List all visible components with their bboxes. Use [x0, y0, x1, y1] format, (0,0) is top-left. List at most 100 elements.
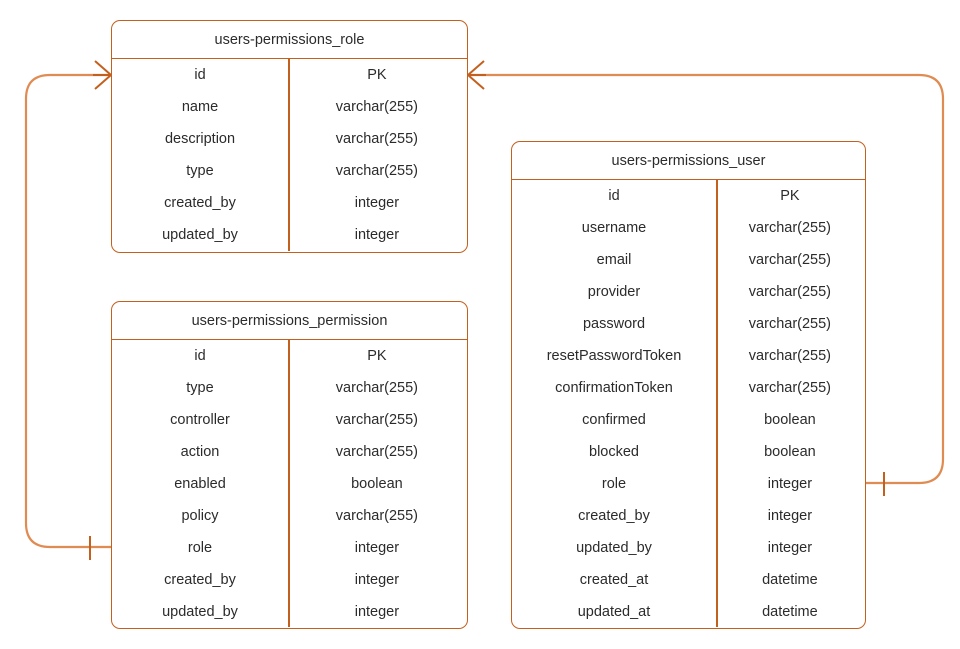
field-name: description — [164, 131, 236, 147]
field-row[interactable]: created_by integer — [112, 564, 467, 596]
entity-title-role: users-permissions_role — [112, 21, 467, 59]
field-row[interactable]: created_at datetime — [512, 564, 865, 596]
crowsfoot-many-icon-right — [467, 60, 486, 90]
field-name: role — [187, 540, 213, 556]
field-row[interactable]: resetPasswordToken varchar(255) — [512, 340, 865, 372]
field-row[interactable]: action varchar(255) — [112, 436, 467, 468]
field-type: varchar(255) — [748, 348, 831, 364]
field-type: boolean — [764, 444, 816, 460]
field-name: confirmed — [582, 412, 646, 428]
entity-title-permission: users-permissions_permission — [112, 302, 467, 340]
field-name: type — [186, 163, 214, 179]
field-name: type — [186, 380, 214, 396]
field-name: updated_by — [576, 540, 652, 556]
entity-title-user: users-permissions_user — [512, 142, 865, 180]
field-name: updated_by — [162, 604, 238, 620]
connector-line-role-permission — [24, 73, 111, 549]
field-type: integer — [354, 540, 400, 556]
field-type: PK — [367, 67, 387, 83]
field-type: varchar(255) — [335, 444, 418, 460]
field-type: integer — [354, 572, 400, 588]
field-type: varchar(255) — [335, 508, 418, 524]
field-row[interactable]: description varchar(255) — [112, 123, 467, 155]
field-type: integer — [767, 508, 813, 524]
field-row[interactable]: updated_by integer — [112, 219, 467, 251]
field-row[interactable]: enabled boolean — [112, 468, 467, 500]
field-name: username — [581, 220, 647, 236]
field-row[interactable]: updated_at datetime — [512, 596, 865, 628]
field-name: blocked — [589, 444, 639, 460]
field-type: varchar(255) — [748, 284, 831, 300]
field-row[interactable]: name varchar(255) — [112, 91, 467, 123]
field-row[interactable]: confirmationToken varchar(255) — [512, 372, 865, 404]
field-type: varchar(255) — [748, 316, 831, 332]
field-type: varchar(255) — [335, 163, 418, 179]
column-divider-permission — [288, 340, 290, 627]
field-name: updated_by — [162, 227, 238, 243]
field-row[interactable]: controller varchar(255) — [112, 404, 467, 436]
field-name: role — [601, 476, 627, 492]
field-row[interactable]: type varchar(255) — [112, 155, 467, 187]
field-type: datetime — [762, 604, 818, 620]
field-name: created_at — [579, 572, 649, 588]
field-type: integer — [354, 227, 400, 243]
field-type: varchar(255) — [335, 380, 418, 396]
field-type: boolean — [351, 476, 403, 492]
field-row[interactable]: role integer — [512, 468, 865, 500]
entity-fields-user: id PK username varchar(255) email varchar(255… — [512, 180, 865, 627]
field-name: updated_at — [577, 604, 651, 620]
field-row[interactable]: provider varchar(255) — [512, 276, 865, 308]
field-type: varchar(255) — [335, 412, 418, 428]
field-type: integer — [767, 476, 813, 492]
field-name: id — [194, 348, 206, 364]
field-type: varchar(255) — [335, 99, 418, 115]
relationship-role-to-permission — [24, 60, 112, 560]
field-name: email — [596, 252, 632, 268]
field-type: PK — [367, 348, 387, 364]
field-type: varchar(255) — [748, 380, 831, 396]
field-name: provider — [587, 284, 641, 300]
field-row[interactable]: username varchar(255) — [512, 212, 865, 244]
column-divider-role — [288, 59, 290, 251]
field-name: controller — [170, 412, 230, 428]
field-row[interactable]: updated_by integer — [512, 532, 865, 564]
field-name: action — [180, 444, 220, 460]
field-type: datetime — [762, 572, 818, 588]
field-type: varchar(255) — [748, 252, 831, 268]
field-type: integer — [767, 540, 813, 556]
field-name: created_by — [578, 508, 650, 524]
field-name: password — [582, 316, 646, 332]
field-type: PK — [780, 188, 800, 204]
field-name: id — [608, 188, 620, 204]
field-row[interactable]: confirmed boolean — [512, 404, 865, 436]
field-row[interactable]: type varchar(255) — [112, 372, 467, 404]
field-name: confirmationToken — [555, 380, 673, 396]
field-type: integer — [354, 195, 400, 211]
field-name: id — [194, 67, 206, 83]
field-name: name — [181, 99, 219, 115]
field-row[interactable]: id PK — [512, 180, 865, 212]
field-name: resetPasswordToken — [546, 348, 682, 364]
field-name: created_by — [164, 195, 236, 211]
field-row[interactable]: id PK — [112, 59, 467, 91]
field-type: varchar(255) — [748, 220, 831, 236]
field-name: created_by — [164, 572, 236, 588]
field-row[interactable]: created_by integer — [512, 500, 865, 532]
entity-fields-permission: id PK type varchar(255) controller varchar(25… — [112, 340, 467, 627]
field-row[interactable]: email varchar(255) — [512, 244, 865, 276]
field-type: boolean — [764, 412, 816, 428]
entity-fields-role: id PK name varchar(255) description varchar(2… — [112, 59, 467, 251]
field-type: varchar(255) — [335, 131, 418, 147]
field-row[interactable]: role integer — [112, 532, 467, 564]
field-row[interactable]: created_by integer — [112, 187, 467, 219]
field-name: enabled — [174, 476, 226, 492]
field-row[interactable]: password varchar(255) — [512, 308, 865, 340]
field-row[interactable]: id PK — [112, 340, 467, 372]
field-row[interactable]: blocked boolean — [512, 436, 865, 468]
